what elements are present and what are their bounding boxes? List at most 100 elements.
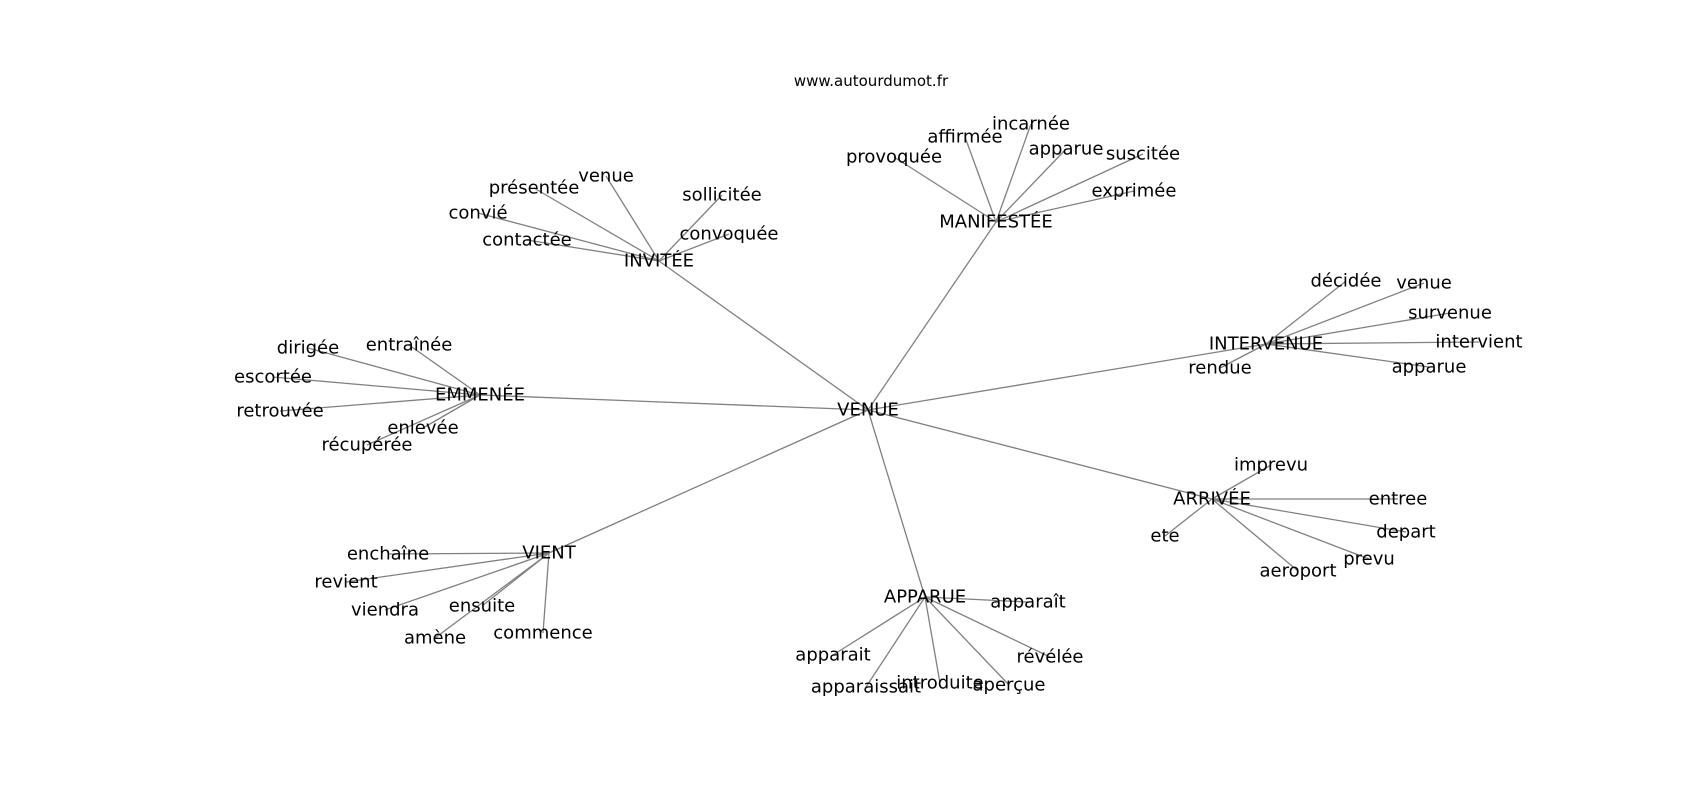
leaf-node-manifestee-suscitee: suscitée xyxy=(1106,144,1180,165)
leaf-node-intervenue-rendue: rendue xyxy=(1188,358,1251,379)
hub-node-arrivee: ARRIVÉE xyxy=(1173,488,1251,510)
edge-intervenue-decidee xyxy=(1265,280,1347,345)
edge-root-vient xyxy=(548,409,869,554)
edge-vient-viendra xyxy=(384,552,550,611)
edge-manifestee-suscitee xyxy=(995,153,1144,223)
root-node-venue: VENUE xyxy=(837,400,899,421)
edge-apparue-revelee xyxy=(924,596,1051,658)
hub-node-apparue: APPARUE xyxy=(884,587,966,608)
edge-invitee-venue xyxy=(605,175,660,262)
edge-apparue-apparait xyxy=(832,596,926,656)
leaf-node-apparue-apparait: apparaît xyxy=(990,592,1065,613)
leaf-node-emmenee-retrouvee: retrouvée xyxy=(236,401,323,422)
leaf-node-emmenee-enlevee: enlevée xyxy=(387,418,458,439)
edge-apparue-introduite xyxy=(924,596,941,684)
leaf-node-invitee-presentee: présentée xyxy=(489,178,580,199)
edge-arrivee-depart xyxy=(1211,498,1407,533)
graph-edges xyxy=(272,123,1480,688)
edge-vient-amene xyxy=(434,552,550,639)
leaf-node-vient-amene: amène xyxy=(404,628,466,649)
leaf-node-arrivee-entree: entree xyxy=(1369,489,1428,510)
edge-arrivee-aeroport xyxy=(1211,498,1299,572)
edge-intervenue-intervient xyxy=(1265,341,1480,345)
leaf-node-apparue-apercue: aperçue xyxy=(973,675,1046,696)
hub-node-invitee: INVITÉE xyxy=(624,250,694,272)
edge-root-apparue xyxy=(867,409,926,598)
edge-root-emmenee xyxy=(479,394,869,411)
edge-root-arrivee xyxy=(867,409,1213,500)
edge-root-intervenue xyxy=(867,343,1267,411)
edge-apparue-apparaissait xyxy=(865,596,926,688)
leaf-node-apparue-introduite: introduite xyxy=(896,673,983,694)
edge-arrivee-ete xyxy=(1164,498,1213,537)
edge-intervenue-rendue xyxy=(1219,343,1267,369)
leaf-node-apparue-revelee: révélée xyxy=(1017,647,1084,668)
edge-invitee-contactee xyxy=(526,239,660,262)
edge-manifestee-incarnee xyxy=(995,123,1032,223)
edge-emmenee-enlevee xyxy=(422,394,481,429)
leaf-node-intervenue-decidee: décidée xyxy=(1311,271,1382,292)
edge-root-manifestee xyxy=(867,221,997,411)
leaf-node-arrivee-ete: ete xyxy=(1150,526,1179,547)
leaf-node-emmenee-entrainee: entraînée xyxy=(366,335,453,356)
edge-manifestee-apparue xyxy=(995,148,1067,223)
edge-arrivee-prevu xyxy=(1211,498,1370,560)
graph-labels: VENUE INVITÉE présentée venue convié contacté… xyxy=(234,114,1523,698)
hub-node-manifestee: MANIFESTÉE xyxy=(939,211,1053,233)
edge-emmenee-recuperee xyxy=(366,394,481,446)
edge-arrivee-imprevu xyxy=(1211,464,1272,500)
edge-invitee-sollicitee xyxy=(658,194,723,262)
edge-intervenue-venue xyxy=(1265,282,1425,345)
leaf-node-intervenue-intervient: intervient xyxy=(1435,332,1522,353)
leaf-node-vient-enchaine: enchaîne xyxy=(347,544,429,565)
edge-vient-commence xyxy=(542,552,550,634)
edge-intervenue-survenue xyxy=(1265,312,1451,345)
leaf-node-arrivee-depart: depart xyxy=(1376,522,1435,543)
edge-emmenee-retrouvee xyxy=(279,394,481,412)
edge-apparue-apercue xyxy=(924,596,1010,686)
edge-emmenee-escortee xyxy=(272,376,481,396)
hub-node-vient: VIENT xyxy=(522,543,576,564)
edge-manifestee-affirmee xyxy=(964,136,997,223)
leaf-node-invitee-convie: convié xyxy=(448,203,507,224)
leaf-node-vient-revient: revient xyxy=(314,572,377,593)
edge-emmenee-entrainee xyxy=(408,344,481,396)
leaf-node-emmenee-dirigee: dirigée xyxy=(277,338,339,359)
edge-invitee-convie xyxy=(477,212,660,262)
leaf-node-emmenee-escortee: escortée xyxy=(234,367,312,388)
leaf-node-vient-ensuite: ensuite xyxy=(449,596,515,617)
leaf-node-invitee-sollicitee: sollicitée xyxy=(682,185,762,206)
leaf-node-vient-viendra: viendra xyxy=(351,600,419,621)
leaf-node-intervenue-apparue: apparue xyxy=(1392,357,1467,378)
leaf-node-invitee-convoquee: convoquée xyxy=(680,224,779,245)
leaf-node-arrivee-aeroport: aeroport xyxy=(1259,561,1336,582)
edge-manifestee-provoquee xyxy=(893,156,997,223)
edge-invitee-presentee xyxy=(533,187,660,262)
edge-emmenee-dirigee xyxy=(307,347,481,396)
leaf-node-manifestee-exprimee: exprimée xyxy=(1092,181,1177,202)
leaf-node-manifestee-provoquee: provoquée xyxy=(846,147,942,168)
leaf-node-vient-commence: commence xyxy=(493,623,592,644)
leaf-node-invitee-contactee: contactée xyxy=(482,230,572,251)
edge-vient-revient xyxy=(345,552,550,583)
hub-node-intervenue: INTERVENUE xyxy=(1209,334,1323,355)
hub-node-emmenee: EMMENÉE xyxy=(435,384,525,406)
leaf-node-manifestee-incarnee: incarnée xyxy=(992,114,1070,135)
edge-vient-enchaine xyxy=(387,552,550,555)
edge-invitee-convoquee xyxy=(658,233,730,262)
edge-manifestee-exprimee xyxy=(995,190,1135,223)
source-url: www.autourdumot.fr xyxy=(793,72,949,90)
leaf-node-manifestee-apparue: apparue xyxy=(1029,139,1104,160)
leaf-node-intervenue-survenue: survenue xyxy=(1408,303,1492,324)
edge-intervenue-apparue xyxy=(1265,343,1430,368)
edge-apparue-apparait xyxy=(924,596,1029,603)
leaf-node-apparue-apparaissait: apparaissait xyxy=(811,677,921,698)
edge-root-invitee xyxy=(658,260,869,411)
leaf-node-apparue-apparait: apparait xyxy=(795,645,870,666)
leaf-node-emmenee-recuperee: récupérée xyxy=(321,435,412,456)
leaf-node-intervenue-venue: venue xyxy=(1396,273,1452,294)
leaf-node-manifestee-affirmee: affirmée xyxy=(927,127,1002,148)
leaf-node-arrivee-prevu: prevu xyxy=(1343,549,1395,570)
